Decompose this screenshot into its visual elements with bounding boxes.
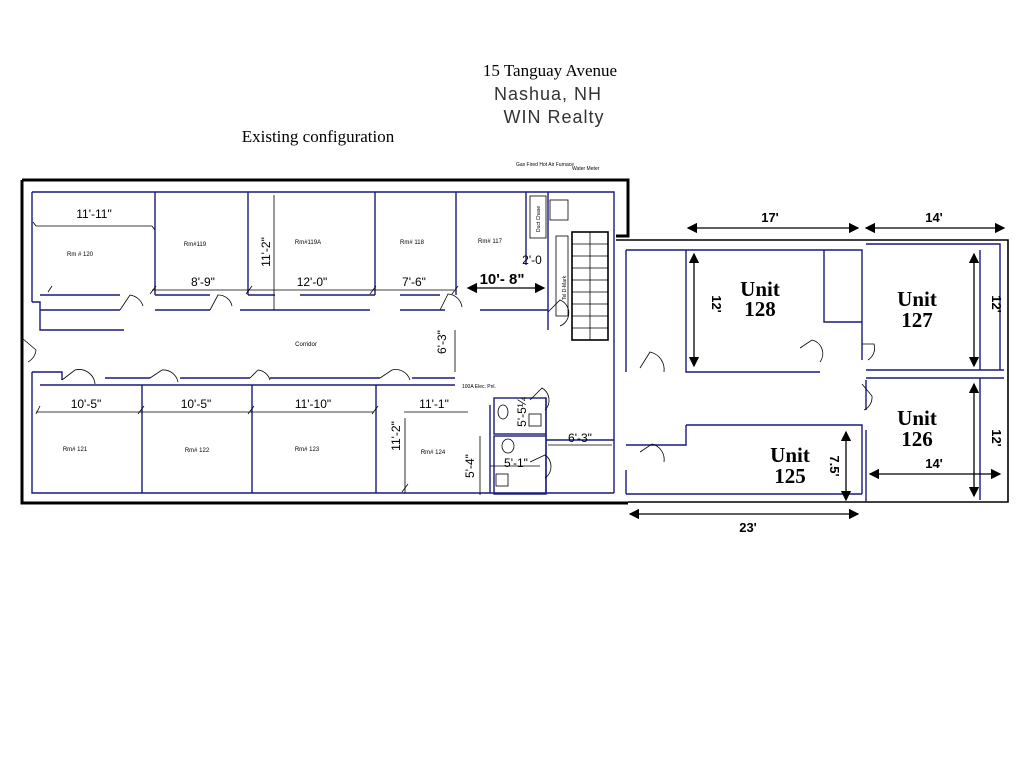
- address-title: 15 Tanguay Avenue: [483, 61, 617, 80]
- water-meter-label: Water Meter: [572, 166, 600, 172]
- unit-126-line1: Unit: [897, 406, 937, 430]
- room-117-label: Rm# 117: [478, 239, 503, 245]
- unit-dim-top-14: 14': [925, 210, 943, 225]
- room-119-label: Rm#119: [184, 242, 207, 248]
- unit-128-height: 12': [709, 295, 724, 313]
- dim-12-0: 12'-0": [297, 275, 328, 289]
- unit-126-width: 14': [925, 456, 943, 471]
- tel-dmark-label: Tel D-Mark: [562, 275, 568, 300]
- dim-10-5-b: 10'-5": [181, 397, 212, 411]
- unit-128-line1: Unit: [740, 277, 780, 301]
- duct-chase-box: [529, 195, 547, 239]
- dim-5-5: 5'-5¼: [515, 396, 529, 427]
- dim-6-3: 6'-3": [435, 330, 449, 354]
- dim-5-4: 5'-4": [463, 454, 477, 478]
- furnace-label: Gas Fired Hot Air Furnace: [516, 162, 574, 168]
- room-118-label: Rm# 118: [400, 240, 425, 246]
- stairs: [571, 231, 609, 341]
- company-title: WIN Realty: [503, 107, 604, 127]
- furnace-box: [549, 199, 569, 221]
- dim-11-11: 11'-11": [76, 207, 111, 221]
- room-123-label: Rm# 123: [295, 447, 320, 453]
- corridor-label: Corridor: [295, 342, 317, 348]
- elec-panel-label: 100A Elec. Pnl.: [462, 384, 496, 390]
- unit-126-height: 12': [989, 429, 1004, 447]
- unit-125-line2: 125: [774, 464, 806, 488]
- unit-127-height: 12': [989, 295, 1004, 313]
- unit-dim-bottom-23: 23': [739, 520, 757, 535]
- dim-10-8: 10'- 8": [480, 271, 525, 288]
- room-124-label: Rm# 124: [421, 450, 446, 456]
- door-swings: [21, 293, 570, 479]
- duct-chase-label: Duct Chase: [536, 206, 542, 232]
- unit-126-line2: 126: [901, 427, 933, 451]
- rental-units: 17' 14' 12' 12' 12' 14' 7.5' 23' Unit 12…: [466, 210, 1009, 535]
- restroom-fixtures: [493, 397, 614, 495]
- dim-10-5-a: 10'-5": [71, 397, 102, 411]
- room-121-label: Rm# 121: [63, 447, 88, 453]
- unit-127-line1: Unit: [897, 287, 937, 311]
- unit-127-line2: 127: [901, 308, 933, 332]
- dim-11-1: 11'-1": [419, 397, 449, 411]
- dim-11-2-bottom: 11'-2": [389, 421, 403, 451]
- dim-11-2-top: 11'-2": [259, 237, 273, 267]
- dim-5-1: 5'-1": [504, 456, 528, 470]
- dim-2-0: 2'-0: [522, 253, 542, 267]
- room-122-label: Rm# 122: [185, 448, 210, 454]
- dim-7-6: 7'-6": [402, 275, 426, 289]
- city-title: Nashua, NH: [494, 84, 602, 104]
- configuration-subtitle: Existing configuration: [242, 127, 395, 146]
- dim-11-10: 11'-10": [295, 397, 331, 411]
- unit-128-line2: 128: [744, 297, 776, 321]
- dim-8-9: 8'-9": [191, 275, 215, 289]
- room-120-label: Rm # 120: [67, 252, 94, 258]
- unit-125-height: 7.5': [827, 455, 842, 476]
- dim-6-3-b: 6'-3": [568, 431, 592, 445]
- unit-125-line1: Unit: [770, 443, 810, 467]
- existing-building: Rm # 120 Rm#119 Rm#119A Rm# 118 Rm# 117 …: [20, 162, 630, 505]
- unit-dim-top-17: 17': [761, 210, 779, 225]
- room-119a-label: Rm#119A: [295, 240, 321, 246]
